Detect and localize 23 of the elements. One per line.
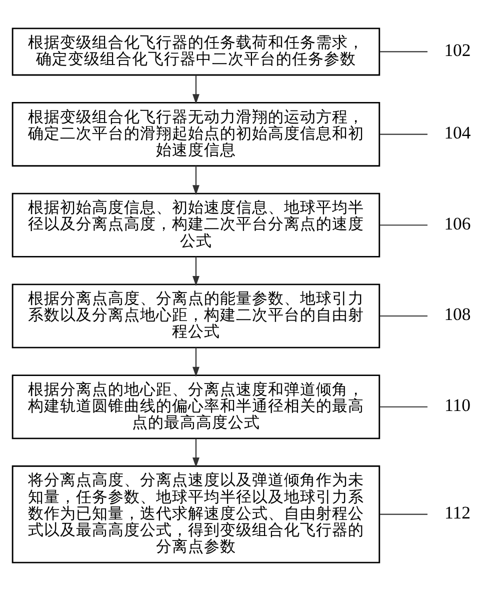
node-box: 根据变级组合化飞行器无动力滑翔的运动方程，确定二次平台的滑翔起始点的初始高度信息和初始速度信息 <box>12 101 380 166</box>
node-text: 112 <box>444 502 470 522</box>
node-text: 108 <box>444 304 471 324</box>
connector <box>380 133 428 134</box>
connector <box>380 224 428 226</box>
node-box: 根据分离点高度、分离点的能量参数、地球引力系数以及分离点地心距，构建二次平台的自由射程公式 <box>12 283 380 348</box>
arrow <box>192 74 200 104</box>
node-text: 110 <box>444 394 470 415</box>
arrow <box>192 438 200 468</box>
arrow <box>192 256 200 286</box>
node-box: 将分离点高度、分离点速度以及弹道倾角作为未知量，任务参数、地球平均半径以及地球引力系数作为已知量，迭代求解速度公式、自由射程公式以及最高高度公式，得到变级组合化飞行器的分离点参数 <box>12 464 380 563</box>
node-text: 106 <box>444 212 471 233</box>
arrow <box>192 347 200 376</box>
node-box: 根据变级组合化飞行器的任务载荷和任务需求，确定变级组合化飞行器中二次平台的任务参数 <box>12 27 380 76</box>
connector <box>380 50 428 52</box>
connector <box>380 406 428 407</box>
node-text: 102 <box>444 39 471 60</box>
connector <box>380 513 428 514</box>
arrow <box>192 165 200 195</box>
node-text: 104 <box>444 122 471 142</box>
connector <box>380 314 428 316</box>
node-box: 根据初始高度信息、初始速度信息、地球平均半径以及分离点高度，构建二次平台分离点的速度公式 <box>12 192 380 257</box>
node-box: 根据分离点的地心距、分离点速度和弹道倾角，构建轨道圆锥曲线的偏心率和半通径相关的最高点的最高高度公式 <box>12 374 380 439</box>
